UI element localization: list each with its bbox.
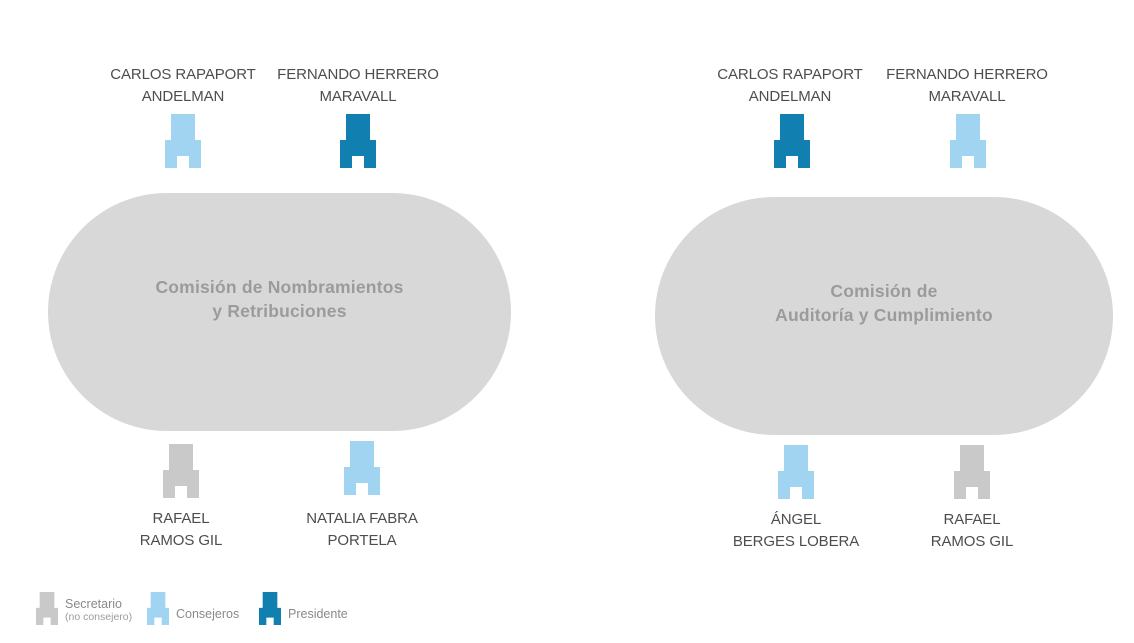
legend-label: Consejeros <box>176 607 240 621</box>
chair-icon <box>778 445 814 499</box>
chair-icon <box>774 114 810 168</box>
chair-icon <box>165 114 201 168</box>
chair-icon <box>147 592 169 625</box>
legend-label: Secretario <box>65 597 122 611</box>
chair-icon <box>36 592 58 625</box>
chair-icon <box>259 592 281 625</box>
member-name: ÁNGEL BERGES LOBERA <box>732 511 860 550</box>
legend-item-secretario: Secretario (no consejero) <box>36 592 132 625</box>
chair-icon <box>950 114 986 168</box>
member-name: RAFAEL RAMOS GIL <box>139 510 223 549</box>
chair-icon <box>344 441 380 495</box>
committee-title: Comisión de Auditoría y Cumplimiento <box>775 281 993 325</box>
chair-icon <box>163 444 199 498</box>
legend-item-presidente: Presidente <box>259 592 348 625</box>
committee-title: Comisión de Nombramientos y Retribucione… <box>155 277 404 321</box>
legend-sublabel: (no consejero) <box>65 611 133 623</box>
legend: Secretario (no consejero) Consejeros Pre… <box>0 588 420 633</box>
legend-label: Presidente <box>288 607 348 621</box>
member-name: FERNANDO HERRERO MARAVALL <box>277 66 439 105</box>
committee-table: Comisión de Nombramientos y Retribucione… <box>48 193 511 431</box>
committee-auditoria: CARLOS RAPAPORT ANDELMAN FERNANDO HERRER… <box>607 0 1134 643</box>
chair-icon <box>954 445 990 499</box>
legend-item-consejeros: Consejeros <box>147 592 239 625</box>
member-name: FERNANDO HERRERO MARAVALL <box>886 66 1048 105</box>
committee-table: Comisión de Auditoría y Cumplimiento <box>655 197 1113 435</box>
chair-icon <box>340 114 376 168</box>
member-name: RAFAEL RAMOS GIL <box>930 511 1014 550</box>
member-name: CARLOS RAPAPORT ANDELMAN <box>110 66 256 105</box>
member-name: NATALIA FABRA PORTELA <box>306 510 418 549</box>
committee-nombramientos: CARLOS RAPAPORT ANDELMAN FERNANDO HERRER… <box>48 66 511 549</box>
member-name: CARLOS RAPAPORT ANDELMAN <box>717 66 863 105</box>
